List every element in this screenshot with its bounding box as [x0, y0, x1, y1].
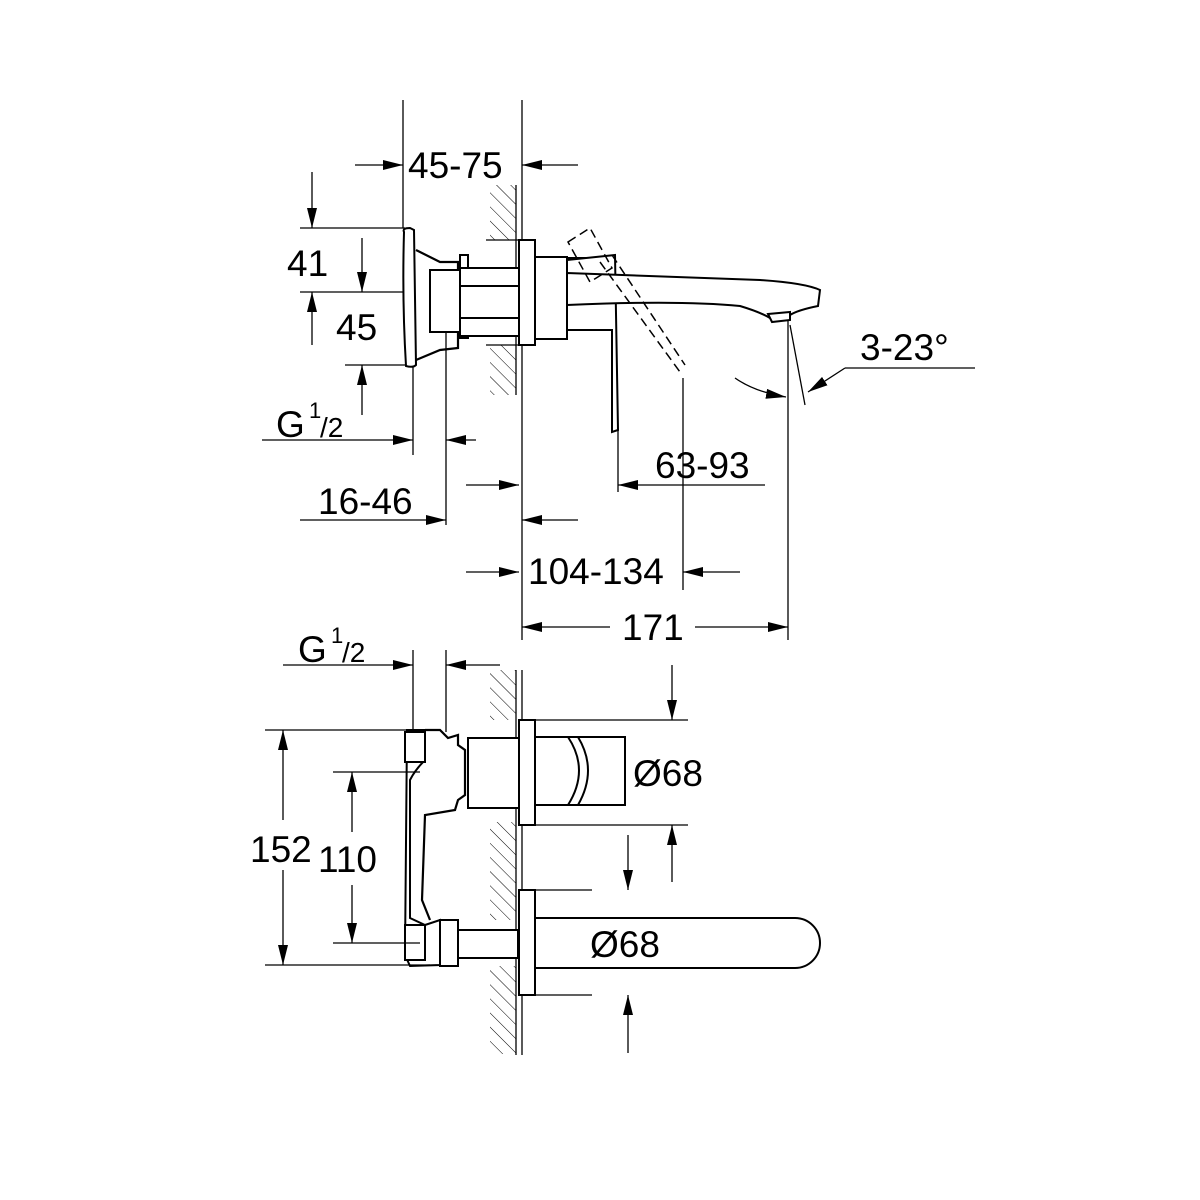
- dim-45-75-label: 45-75: [408, 145, 503, 186]
- dim-45-label: 45: [336, 307, 377, 348]
- spout-front: [534, 917, 821, 969]
- thread-label: G: [276, 404, 305, 445]
- thread-label-front: G: [298, 629, 327, 670]
- wall-section: [490, 670, 523, 1055]
- dim-171-label: 171: [622, 607, 684, 648]
- front-view: G 1 /2 152 110: [250, 623, 821, 1055]
- mixer-body-front: [403, 719, 821, 996]
- thread-fraction-num-front: 1: [331, 623, 343, 648]
- dim-16-46-label: 16-46: [318, 481, 413, 522]
- wall-plate: [518, 239, 536, 346]
- dia-lower-label: Ø68: [590, 924, 660, 965]
- side-view: 45-75 41 45 G 1 /2 16-46 63-93 104-134 1…: [262, 100, 975, 648]
- dim-104-134-label: 104-134: [528, 551, 664, 592]
- wall-section: [486, 100, 523, 640]
- dim-152-label: 152: [250, 829, 312, 870]
- thread-fraction-den: /2: [320, 412, 343, 443]
- thread-fraction-den-front: /2: [342, 637, 365, 668]
- dim-angle-label: 3-23°: [860, 327, 949, 368]
- mixer-body: [402, 226, 822, 434]
- dim-110-label: 110: [318, 839, 377, 880]
- spout: [566, 271, 822, 320]
- thread-fraction-num: 1: [309, 398, 321, 423]
- lower-wall-plate: [518, 889, 536, 996]
- dim-41-label: 41: [287, 243, 328, 284]
- dia-upper-label: Ø68: [633, 753, 703, 794]
- upper-wall-plate: [518, 719, 536, 826]
- dim-63-93-label: 63-93: [655, 445, 750, 486]
